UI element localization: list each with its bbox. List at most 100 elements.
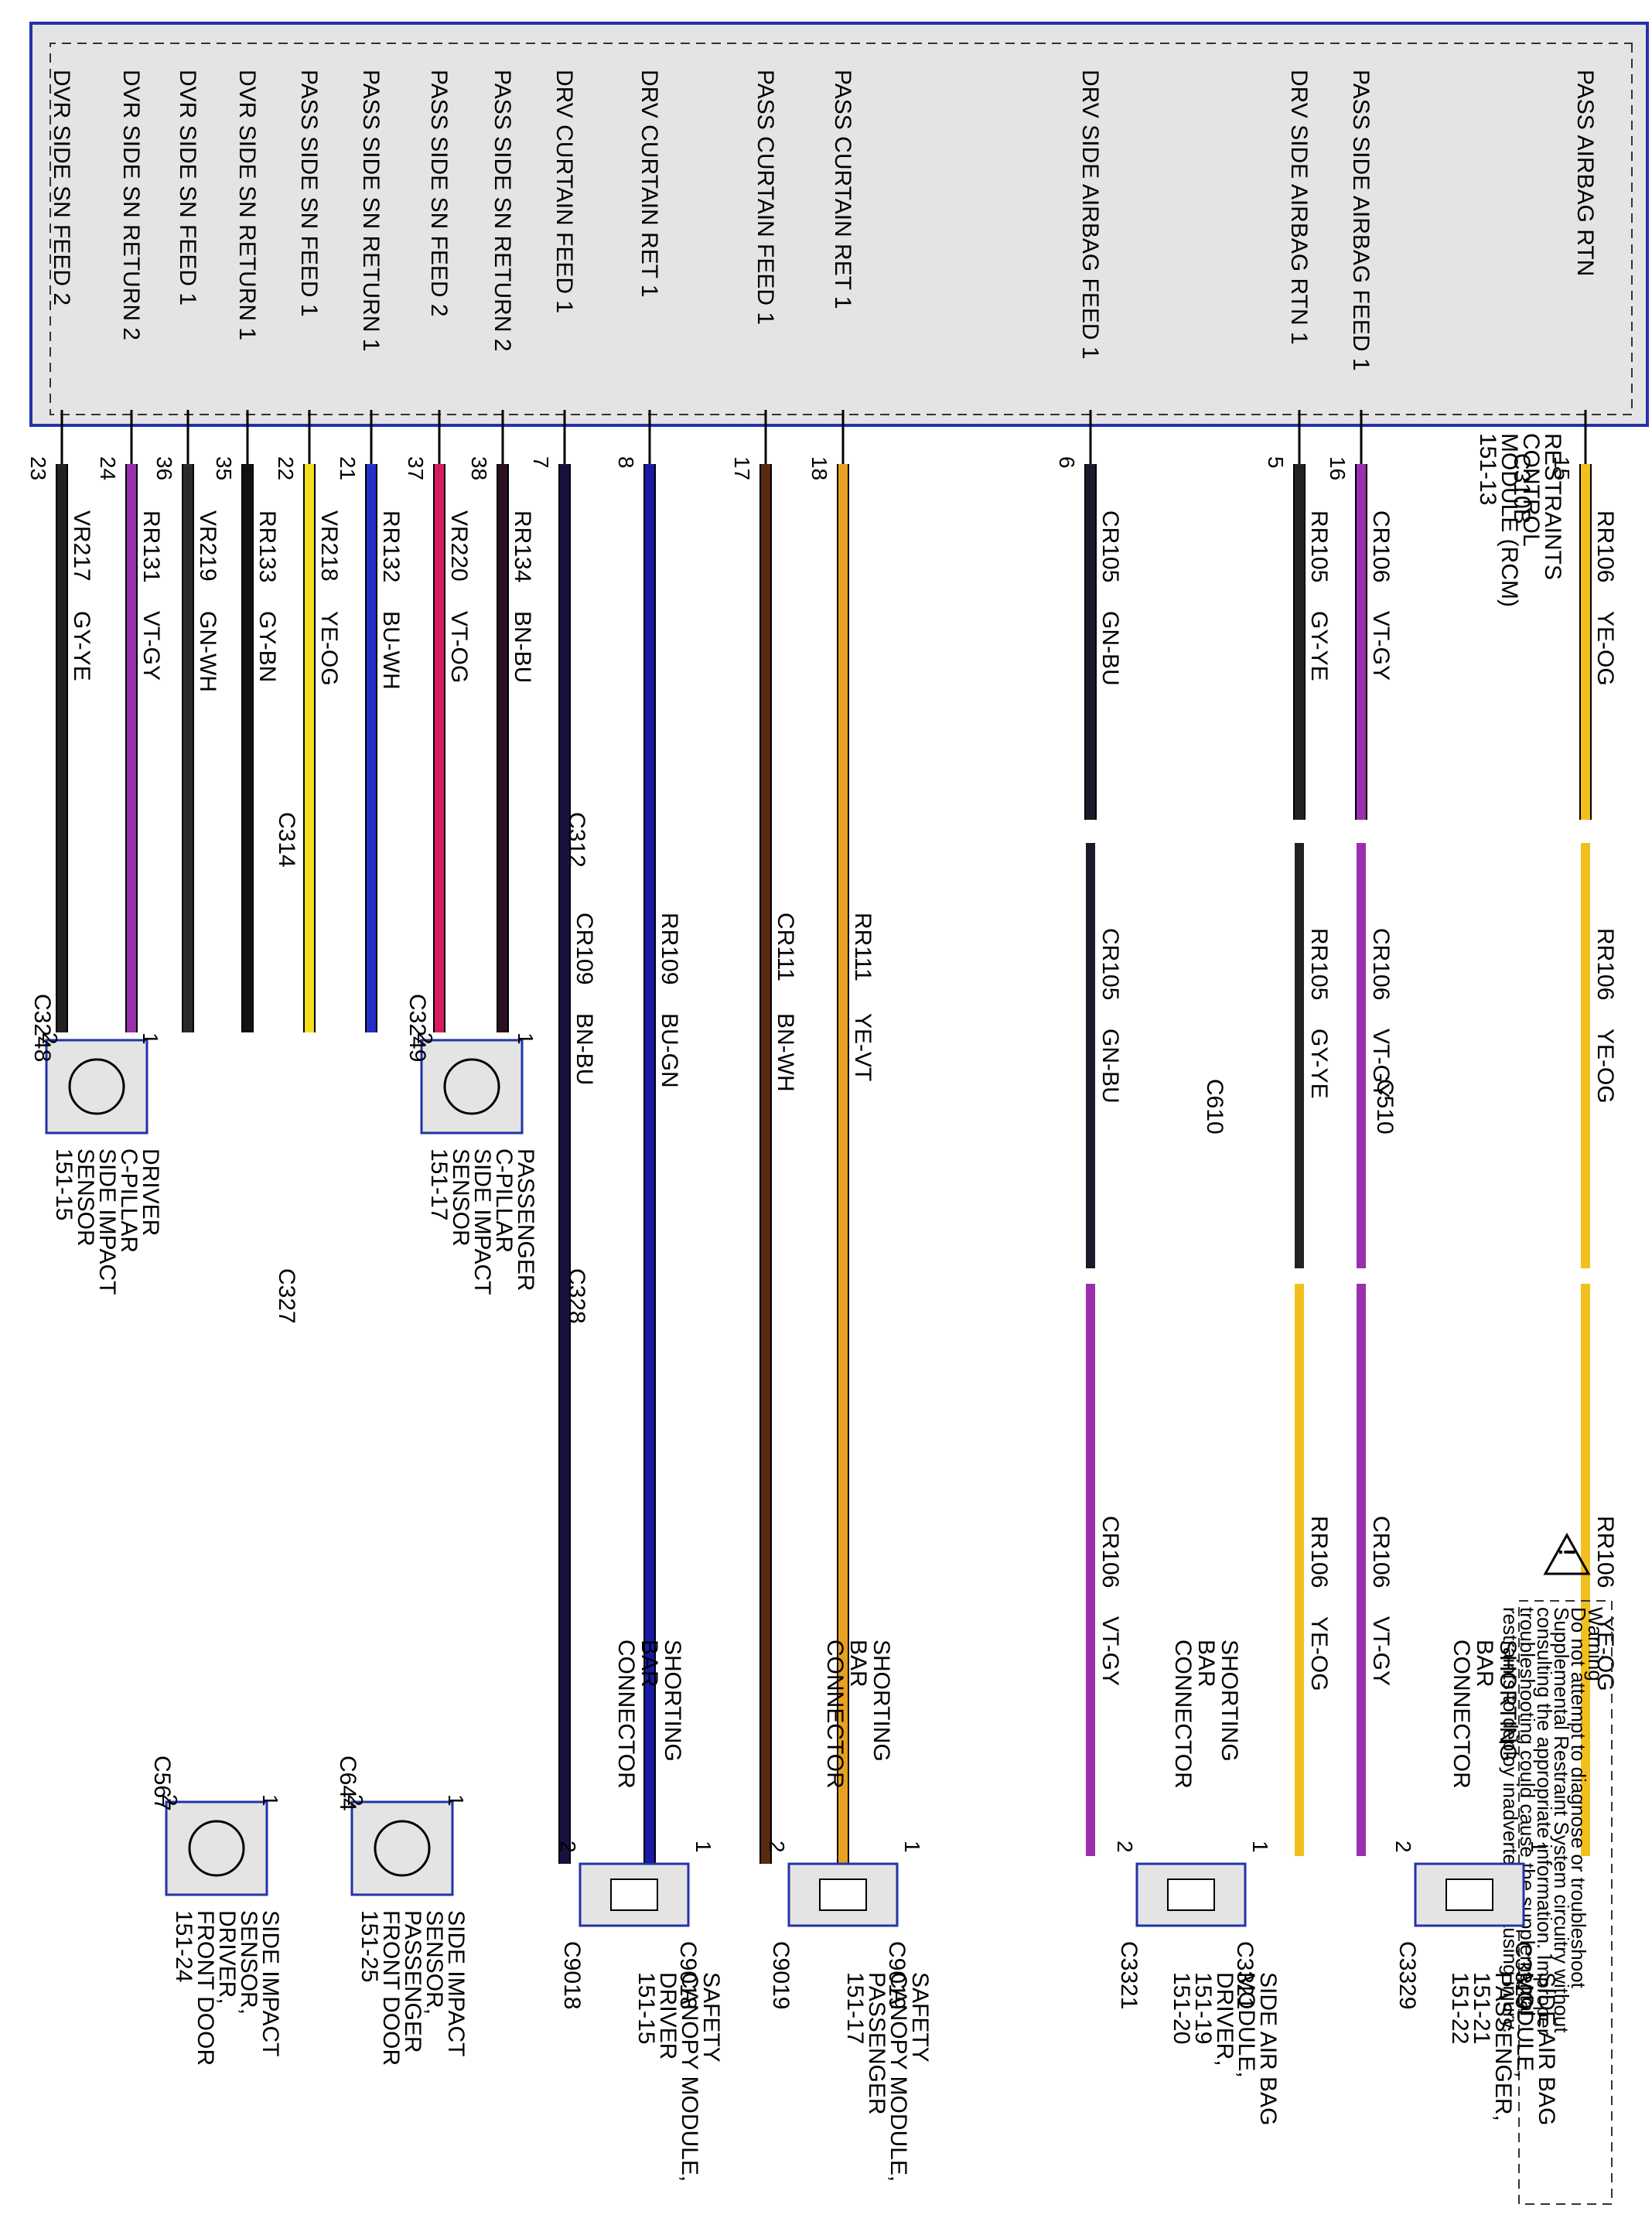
pin-number: 24 [96, 456, 120, 480]
circuit-id: RR105 [1306, 510, 1332, 582]
rcm-name: RESTRAINTS CONTROL MODULE (RCM) 151-13 [1475, 433, 1565, 607]
sensor-name-line: PASSENGER [513, 1148, 538, 1292]
signal-label: DVR SIDE SN RETURN 1 [234, 70, 260, 340]
sensor-name-line: SIDE IMPACT [469, 1148, 495, 1295]
sensor-name-line: FRONT DOOR [378, 1910, 404, 2066]
signal-label: PASS SIDE AIRBAG FEED 1 [1348, 70, 1374, 371]
wire-color-code: GY-YE [69, 611, 94, 681]
signal-label: PASS SIDE SN FEED 1 [296, 70, 322, 317]
module-name-line: 151-21 [1469, 1972, 1494, 2044]
resistor-icon [819, 1878, 867, 1911]
signal-label: PASS SIDE SN RETURN 2 [490, 70, 515, 352]
module-pin: 2 [765, 1841, 789, 1853]
pin-number: 35 [212, 456, 236, 480]
module-name-line: SAFETY [907, 1972, 933, 2063]
warning-line-3: consulting the appropriate information. … [1533, 1607, 1556, 2035]
module-connector-bottom: C9018 [559, 1941, 585, 2009]
sensor-icon [374, 1820, 431, 1877]
warning-line-1: Do not attempt to diagnose or troublesho… [1567, 1607, 1590, 1989]
svg-text:RESTRAINTS: RESTRAINTS [1540, 433, 1565, 580]
module-name-line: CANOPY MODULE, [677, 1972, 702, 2182]
module-name-line: 151-19 [1190, 1972, 1216, 2044]
sensor-icon [188, 1820, 245, 1877]
module-connector-bottom: C3321 [1116, 1941, 1142, 2009]
shorting-bar-line: BAR [637, 1640, 662, 1687]
circuit-id: RR133 [254, 510, 280, 582]
sensor-name-line: SIDE IMPACT [94, 1148, 120, 1295]
sensor-name-line: 151-24 [171, 1910, 196, 1982]
sensor-pin: 1 [444, 1794, 468, 1807]
circuit-id: CR106 [1368, 510, 1394, 582]
module-name-line: DRIVER, [1212, 1972, 1237, 2066]
signal-label: DVR SIDE SN FEED 2 [49, 70, 74, 305]
signal-label: DRV SIDE AIRBAG FEED 1 [1077, 70, 1103, 360]
sensor-body [165, 1800, 268, 1896]
module-connector-top: C9019 [884, 1941, 910, 2009]
circuit-id: CR106 [1368, 928, 1394, 1000]
pin-number: 36 [152, 456, 176, 480]
sensor-icon [68, 1058, 125, 1115]
wire-color-code: GN-WH [195, 611, 220, 692]
sensor-name-line: SENSOR, [236, 1910, 261, 2015]
circuit-id: RR105 [1306, 928, 1332, 1000]
pin-number: 21 [336, 456, 360, 480]
sensor-name-line: 151-25 [357, 1910, 382, 1982]
wire-color-code: BU-GN [657, 1013, 682, 1088]
shorting-bar-line: CONNECTOR [1449, 1640, 1474, 1789]
module-connector-top: C3329 [1510, 1941, 1536, 2009]
wire-color-code: BN-BU [572, 1013, 597, 1085]
shorting-bar-line: SHORTING [869, 1640, 894, 1762]
module-name-line: PASSENGER [864, 1972, 889, 2115]
sensor-connector: C3248 [29, 994, 55, 1062]
shorting-bar-line: CONNECTOR [822, 1640, 848, 1789]
sensor-name-line: DRIVER, [214, 1910, 240, 2005]
svg-text:151-13: 151-13 [1475, 433, 1500, 505]
wire-color-code: YE-VT [850, 1013, 875, 1081]
signal-label: DRV CURTAIN RET 1 [637, 70, 662, 298]
wire-color-code: GN-BU [1097, 1029, 1123, 1104]
circuit-id: CR111 [773, 913, 798, 981]
sensor-body [350, 1800, 454, 1896]
module-name-line: 151-20 [1169, 1972, 1194, 2044]
sensor-name-line: 151-15 [51, 1148, 77, 1220]
module-pin: 1 [1248, 1841, 1272, 1853]
pin-number: 18 [807, 456, 831, 480]
module-name-line: SAFETY [698, 1972, 724, 2063]
circuit-id: CR105 [1097, 928, 1123, 1000]
pin-number: 6 [1055, 456, 1079, 469]
module-name-line: PASSENGER, [1490, 1972, 1516, 2121]
sensor-pin: 2 [38, 1032, 62, 1045]
c327-label: C327 [274, 1268, 299, 1324]
signal-label: DVR SIDE SN RETURN 2 [118, 70, 144, 340]
wire-color-code: VT-OG [446, 611, 472, 683]
module-pin: 1 [691, 1841, 715, 1853]
circuit-id: VR217 [69, 510, 94, 582]
wire-color-code: BU-WH [378, 611, 404, 690]
shorting-bar-line: SHORTING [660, 1640, 685, 1762]
module-pin: 2 [1391, 1841, 1415, 1853]
shorting-bar-line: BAR [1472, 1640, 1497, 1687]
module-name-line: DRIVER [655, 1972, 681, 2059]
circuit-id: CR106 [1097, 1516, 1123, 1588]
signal-label: PASS CURTAIN RET 1 [830, 70, 855, 309]
shorting-bar-line: CONNECTOR [613, 1640, 639, 1789]
circuit-id: RR131 [138, 510, 164, 582]
signal-label: DRV SIDE AIRBAG RTN 1 [1286, 70, 1312, 345]
circuit-id: RR132 [378, 510, 404, 582]
